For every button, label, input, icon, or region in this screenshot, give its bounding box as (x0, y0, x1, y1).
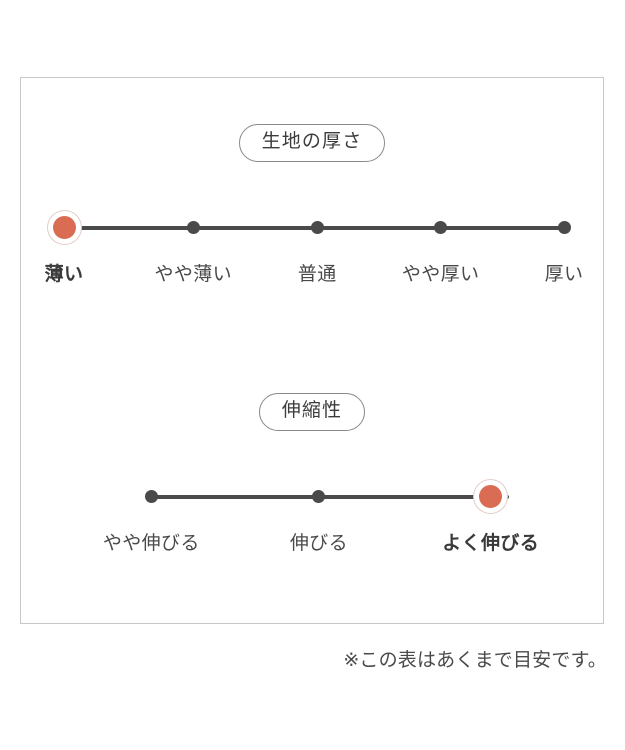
scale-label-stretch-0: やや伸びる (102, 532, 200, 554)
scale-dot-thickness-4[interactable] (557, 221, 571, 235)
scale-label-stretch-1: 伸びる (289, 532, 349, 554)
scale-track-stretch (21, 475, 603, 519)
badge-thickness: 生地の厚さ (238, 124, 386, 162)
scale-section-stretch: 伸縮性 やや伸びる 伸びる よく伸びる (21, 393, 603, 561)
scale-dot-thickness-3[interactable] (434, 221, 448, 235)
scale-label-stretch-2: よく伸びる (442, 532, 540, 554)
scale-dot-thickness-2[interactable] (310, 221, 324, 235)
scale-dot-stretch-2[interactable] (479, 485, 503, 509)
badge-row-thickness: 生地の厚さ (21, 124, 603, 162)
scale-label-thickness-4: 厚い (544, 263, 584, 285)
scale-label-thickness-0: 薄い (44, 263, 84, 285)
footnote-text: ※この表はあくまで目安です。 (343, 650, 607, 671)
badge-row-stretch: 伸縮性 (21, 393, 603, 431)
scale-label-thickness-2: 普通 (297, 263, 337, 285)
badge-stretch: 伸縮性 (258, 393, 366, 431)
scale-labels-thickness: 薄い やや薄い 普通 やや厚い 厚い (21, 260, 603, 292)
scale-labels-stretch: やや伸びる 伸びる よく伸びる (21, 529, 603, 561)
scale-dot-thickness-0[interactable] (52, 216, 76, 240)
fabric-spec-card: 生地の厚さ 薄い やや薄い 普通 やや厚い 厚い 伸縮性 (20, 77, 604, 624)
scale-label-thickness-1: やや薄い (154, 263, 233, 285)
scale-label-thickness-3: やや厚い (401, 263, 480, 285)
scale-section-thickness: 生地の厚さ 薄い やや薄い 普通 やや厚い 厚い (21, 124, 603, 292)
scale-dot-stretch-1[interactable] (312, 490, 326, 504)
scale-dot-stretch-0[interactable] (144, 490, 158, 504)
track-line-stretch (153, 494, 509, 499)
scale-track-thickness (21, 206, 603, 250)
scale-dot-thickness-1[interactable] (186, 221, 200, 235)
